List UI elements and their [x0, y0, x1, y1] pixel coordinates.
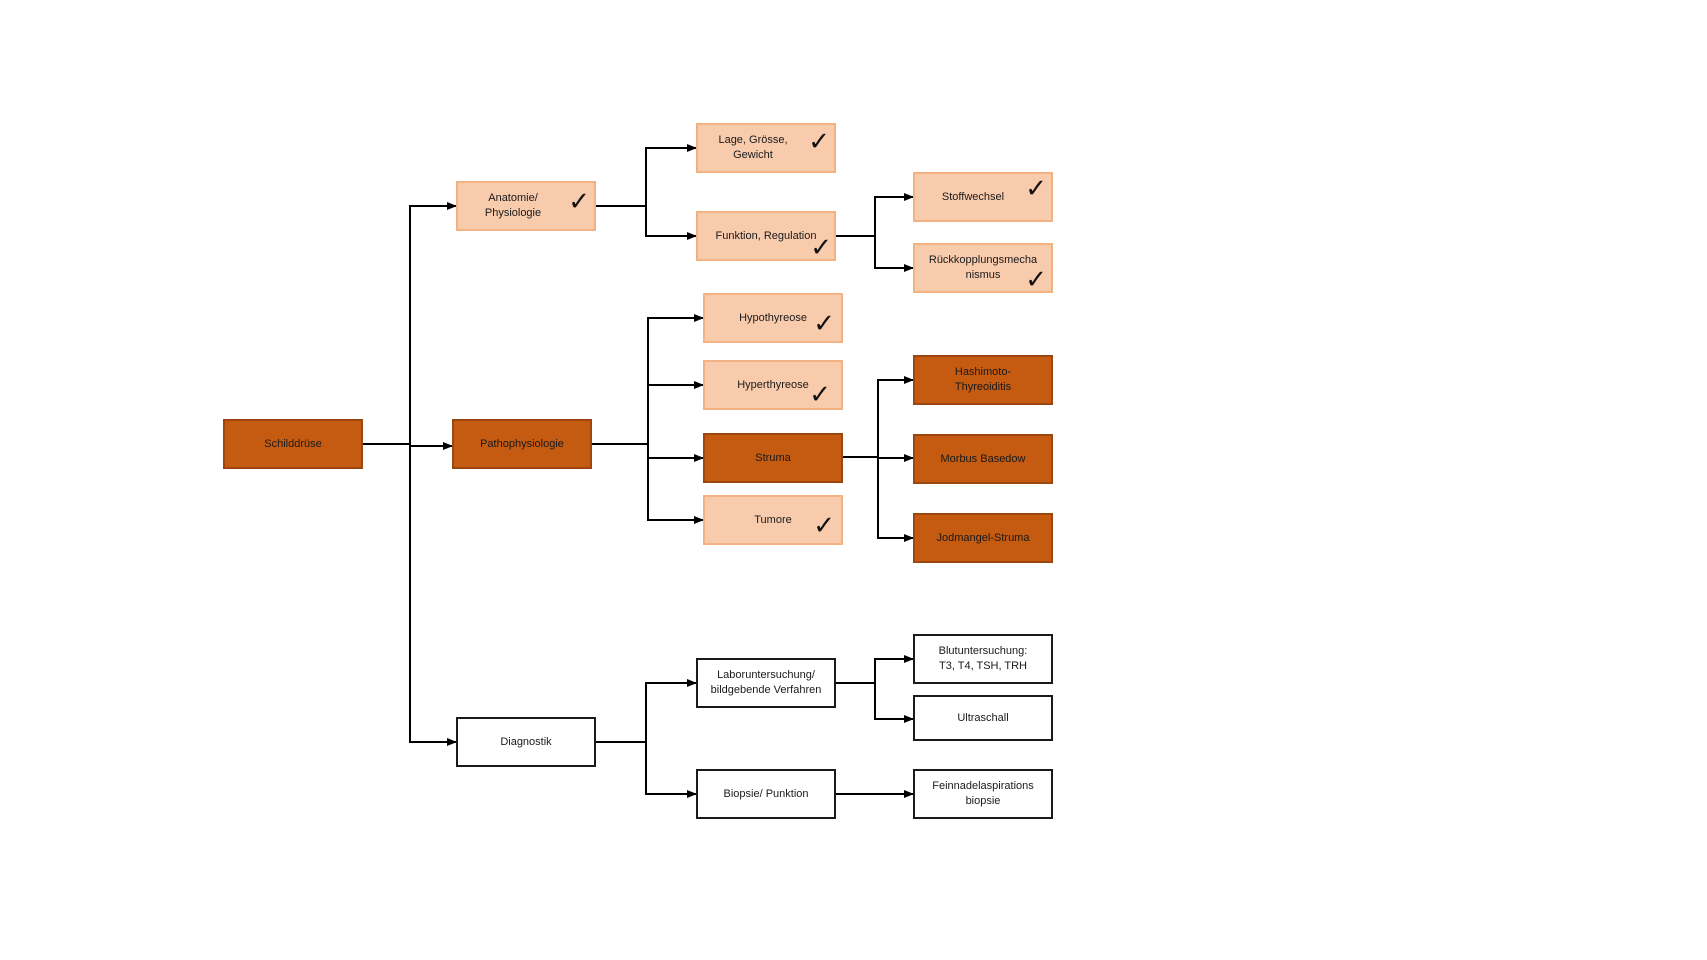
- connector-funktion-rueckkopplung: [874, 236, 914, 272]
- connector-patho-struma: [647, 444, 704, 462]
- node-ultraschall: Ultraschall: [913, 695, 1053, 741]
- node-pathophysiologie: Pathophysiologie: [452, 419, 592, 469]
- node-funktion-regulation: Funktion, Regulation ✓: [696, 211, 836, 261]
- node-label: Biopsie/ Punktion: [723, 787, 809, 800]
- node-label: Rückkopplungsmecha nismus: [928, 254, 1038, 281]
- node-morbus-basedow: Morbus Basedow: [913, 434, 1053, 484]
- connector-labor-blut: [836, 655, 914, 684]
- connector-diagnostik-biopsie: [645, 742, 697, 798]
- node-label: Struma: [755, 451, 791, 464]
- connector-root-anatomie: [363, 202, 457, 445]
- node-lage-groesse-gewicht: Lage, Grösse, Gewicht ✓: [696, 123, 836, 173]
- node-anatomie-physiologie: Anatomie/ Physiologie ✓: [456, 181, 596, 231]
- node-label: Ultraschall: [957, 711, 1009, 724]
- node-biopsie-punktion: Biopsie/ Punktion: [696, 769, 836, 819]
- node-schilddruese: Schilddrüse: [223, 419, 363, 469]
- node-blutuntersuchung: Blutuntersuchung: T3, T4, TSH, TRH: [913, 634, 1053, 684]
- checkmark-icon: ✓: [1025, 174, 1047, 204]
- node-feinnadelaspirationsbiopsie: Feinnadelaspirations biopsie: [913, 769, 1053, 819]
- node-label: Feinnadelaspirations biopsie: [932, 780, 1034, 807]
- node-label: Blutuntersuchung: T3, T4, TSH, TRH: [938, 645, 1028, 672]
- checkmark-icon: ✓: [808, 127, 830, 157]
- node-laboruntersuchung: Laboruntersuchung/ bildgebende Verfahren: [696, 658, 836, 708]
- node-hypothyreose: Hypothyreose ✓: [703, 293, 843, 343]
- node-struma: Struma: [703, 433, 843, 483]
- node-hyperthyreose: Hyperthyreose ✓: [703, 360, 843, 410]
- connector-diagnostik-labor: [596, 679, 697, 743]
- checkmark-icon: ✓: [809, 380, 831, 410]
- node-label: Morbus Basedow: [940, 452, 1026, 465]
- connector-root-patho: [409, 442, 453, 450]
- checkmark-icon: ✓: [568, 187, 590, 217]
- node-tumore: Tumore ✓: [703, 495, 843, 545]
- node-diagnostik: Diagnostik: [456, 717, 596, 767]
- node-rueckkopplungsmechanismus: Rückkopplungsmecha nismus ✓: [913, 243, 1053, 293]
- connector-labor-ultraschall: [874, 683, 914, 723]
- checkmark-icon: ✓: [813, 511, 835, 541]
- connector-patho-tumore: [647, 458, 704, 524]
- connector-struma-jodmangel: [877, 458, 914, 542]
- connector-anatomie-funktion: [645, 206, 697, 240]
- connector-patho-hypo: [592, 314, 704, 445]
- checkmark-icon: ✓: [813, 309, 835, 339]
- connector-funktion-stoffwechsel: [836, 193, 914, 237]
- node-hashimoto-thyreoiditis: Hashimoto-Thyreoiditis: [913, 355, 1053, 405]
- node-label: Hyperthyreose: [737, 378, 809, 391]
- connector-struma-hashimoto: [843, 376, 914, 458]
- checkmark-icon: ✓: [1025, 265, 1047, 295]
- node-label: Hashimoto-Thyreoiditis: [954, 366, 1012, 393]
- node-label: Laboruntersuchung/ bildgebende Verfahren: [710, 669, 822, 696]
- node-label: Lage, Grösse, Gewicht: [718, 134, 788, 161]
- node-jodmangel-struma: Jodmangel-Struma: [913, 513, 1053, 563]
- connector-anatomie-lage: [596, 144, 697, 207]
- node-label: Pathophysiologie: [480, 437, 564, 450]
- node-label: Anatomie/ Physiologie: [484, 192, 542, 219]
- node-label: Funktion, Regulation: [715, 229, 817, 242]
- node-label: Diagnostik: [500, 735, 552, 748]
- node-label: Hypothyreose: [739, 311, 807, 324]
- connector-root-diagnostik: [409, 446, 457, 746]
- node-stoffwechsel: Stoffwechsel ✓: [913, 172, 1053, 222]
- node-label: Jodmangel-Struma: [936, 531, 1030, 544]
- checkmark-icon: ✓: [810, 233, 832, 263]
- node-label: Tumore: [754, 513, 792, 526]
- node-label: Schilddrüse: [264, 437, 322, 450]
- node-label: Stoffwechsel: [941, 190, 1005, 203]
